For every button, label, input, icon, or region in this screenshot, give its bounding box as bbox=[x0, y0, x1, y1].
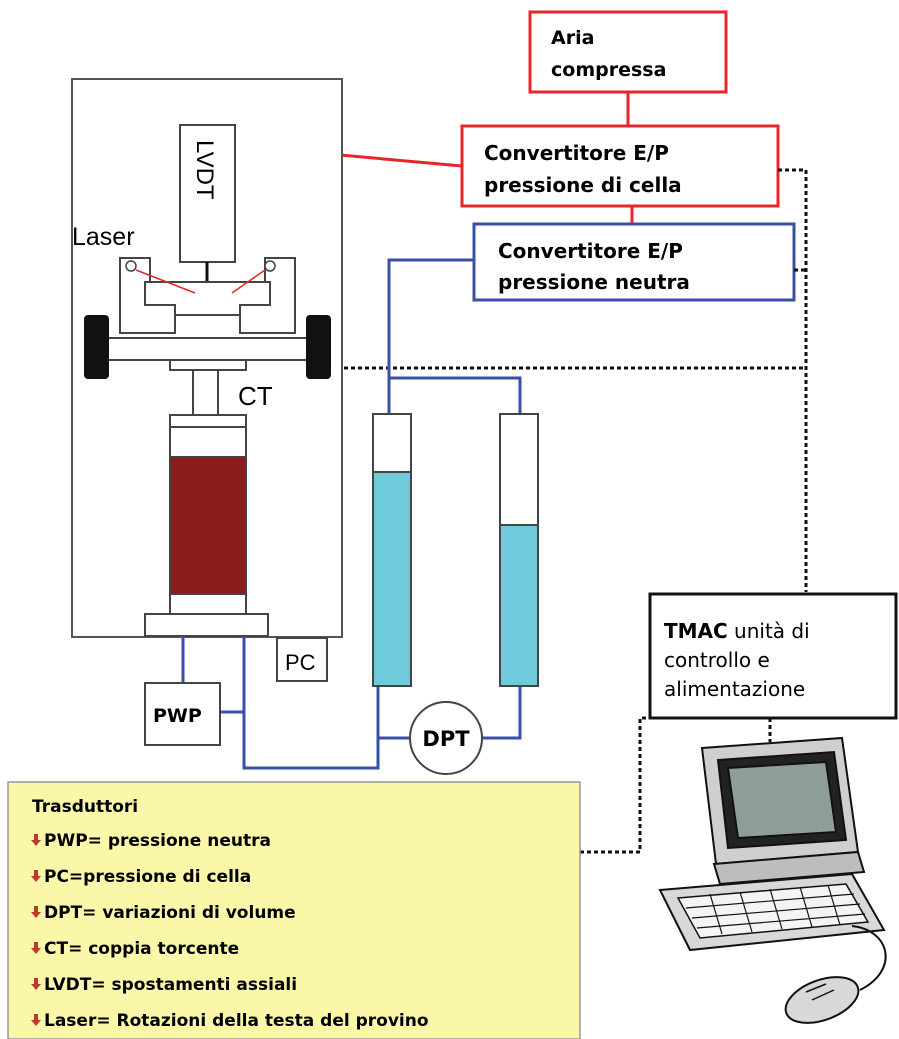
ct-label: CT bbox=[238, 381, 273, 411]
legend-item-text: PWP= pressione neutra bbox=[44, 831, 271, 851]
legend-item-text: CT= coppia torcente bbox=[44, 939, 239, 959]
burette-left-water bbox=[374, 472, 410, 685]
tmac-label-2: controllo e bbox=[664, 648, 770, 672]
cell-converter-label-1: Convertitore E/P bbox=[484, 141, 669, 165]
laser-beam-left bbox=[135, 269, 196, 294]
legend-box bbox=[7, 781, 581, 1039]
neutral-converter-label-2: pressione neutra bbox=[498, 270, 690, 294]
crossbar bbox=[107, 337, 309, 361]
legend-item-text: Laser= Rotazioni della testa del provino bbox=[44, 1011, 429, 1031]
compressed-air-label-2: compressa bbox=[551, 59, 666, 81]
piston-cap bbox=[169, 359, 247, 371]
tmac-label-1: TMAC unità di bbox=[664, 619, 810, 643]
tmac-rest-label: unità di bbox=[728, 619, 810, 643]
specimen-cap bbox=[169, 426, 247, 458]
soil-specimen bbox=[169, 456, 247, 595]
dpt-label: DPT bbox=[422, 727, 470, 751]
down-arrow-icon bbox=[31, 942, 41, 954]
pc-transducer bbox=[276, 637, 328, 682]
compressed-air-box bbox=[528, 10, 728, 94]
compressed-air-label-1: Aria bbox=[551, 27, 594, 49]
legend-item: LVDT= spostamenti assiali bbox=[31, 975, 297, 995]
tmac-label-3: alimentazione bbox=[664, 677, 805, 701]
roller-right bbox=[306, 315, 331, 379]
dpt-transducer bbox=[409, 701, 483, 775]
neutral-pressure-converter-box bbox=[472, 222, 796, 302]
legend-title: Trasduttori bbox=[32, 797, 138, 817]
pwp-transducer bbox=[144, 682, 221, 746]
signal-lines bbox=[330, 168, 808, 854]
legend-item: DPT= variazioni di volume bbox=[31, 903, 296, 923]
neutral-converter-label-1: Convertitore E/P bbox=[498, 239, 683, 263]
legend-item-text: DPT= variazioni di volume bbox=[44, 903, 296, 923]
lvdt-sensor bbox=[179, 124, 236, 263]
tmac-box bbox=[648, 592, 898, 720]
laser-emitter-left bbox=[125, 260, 137, 272]
down-arrow-icon bbox=[31, 978, 41, 990]
loading-head bbox=[119, 257, 296, 334]
down-arrow-icon bbox=[31, 870, 41, 882]
pc-label: PC bbox=[285, 650, 316, 675]
cell-converter-to-apparatus-line bbox=[339, 153, 463, 168]
base-pedestal bbox=[144, 613, 269, 637]
legend-item: PC=pressione di cella bbox=[31, 867, 251, 887]
burette-right-water bbox=[501, 525, 537, 685]
legend-item: CT= coppia torcente bbox=[31, 939, 239, 959]
top-platen bbox=[169, 414, 247, 428]
legend-item-text: PC=pressione di cella bbox=[44, 867, 251, 887]
legend-item: Laser= Rotazioni della testa del provino bbox=[31, 1011, 429, 1031]
base-pedestal-top bbox=[169, 593, 247, 615]
legend-item: PWP= pressione neutra bbox=[31, 831, 271, 851]
laser-label: Laser bbox=[72, 223, 135, 251]
cell-converter-label-2: pressione di cella bbox=[484, 173, 682, 197]
computer-icon bbox=[658, 736, 887, 1024]
pwp-label: PWP bbox=[153, 705, 202, 727]
tmac-bold-label: TMAC bbox=[664, 619, 728, 643]
lvdt-label: LVDT bbox=[191, 140, 218, 200]
cell-pressure-converter-box bbox=[460, 124, 780, 208]
laser-emitter-right bbox=[264, 260, 276, 272]
down-arrow-icon bbox=[31, 1014, 41, 1026]
torque-transducer-shaft bbox=[192, 369, 219, 416]
down-arrow-icon bbox=[31, 906, 41, 918]
legend-item-text: LVDT= spostamenti assiali bbox=[44, 975, 297, 995]
down-arrow-icon bbox=[31, 834, 41, 846]
tubing bbox=[181, 258, 522, 770]
roller-left bbox=[84, 315, 109, 379]
laser-beam-right bbox=[231, 269, 266, 294]
